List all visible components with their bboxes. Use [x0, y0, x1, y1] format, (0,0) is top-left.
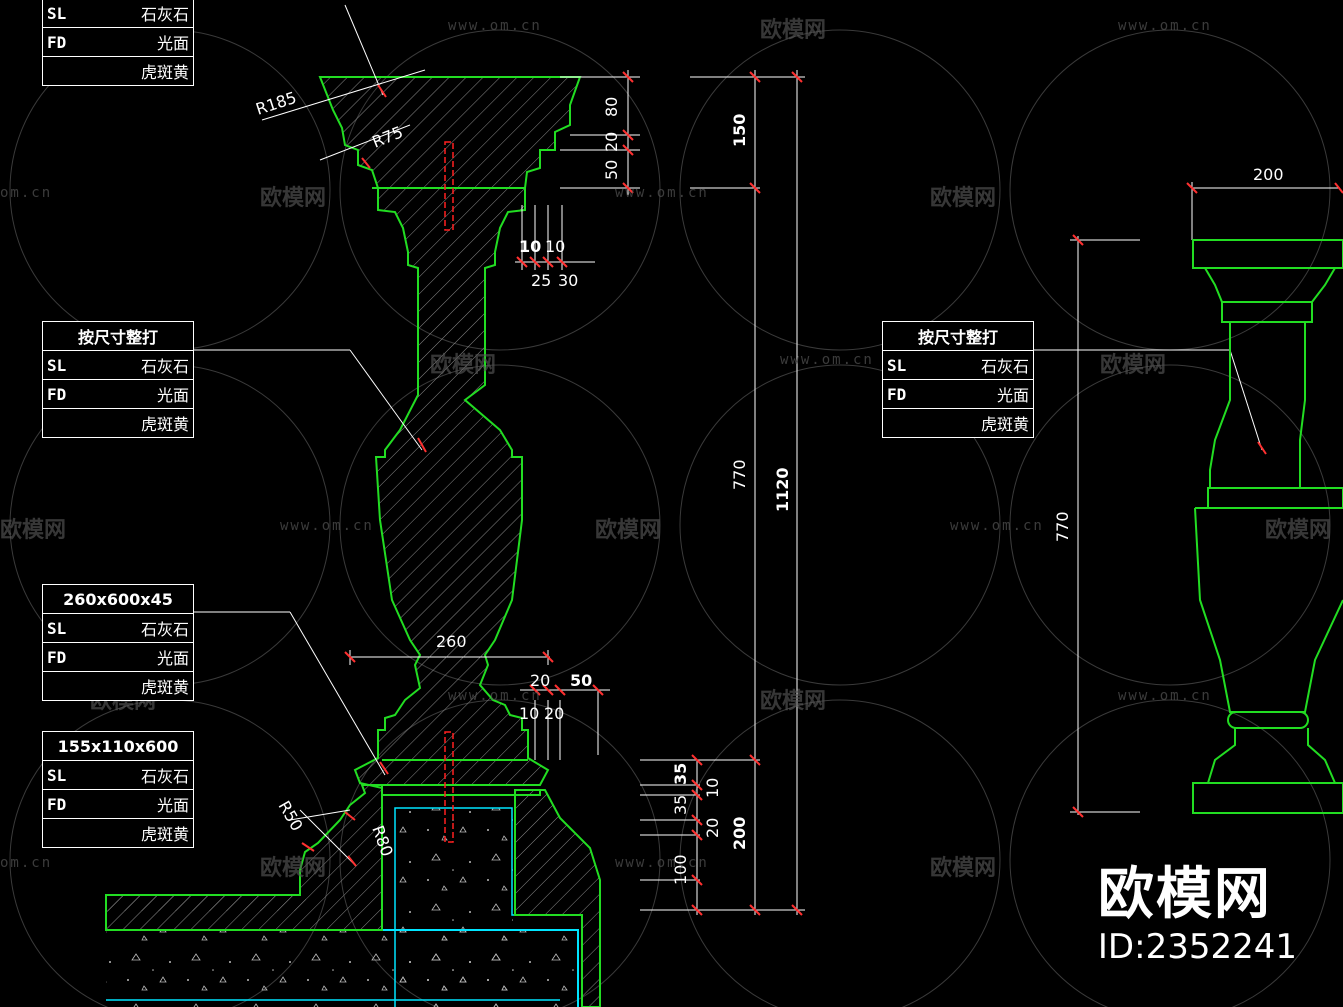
spec-row: 虎斑黄 — [43, 56, 193, 85]
dim-r50: R50 — [275, 798, 307, 835]
brand-stamp: 欧模网 ID:2352241 — [1097, 862, 1297, 968]
baluster-section — [318, 76, 582, 843]
spec-title: 按尺寸整打 — [917, 328, 998, 347]
dimension-labels: R185 R75 R50 R80 80 20 50 150 10 10 25 3… — [253, 88, 1283, 885]
dim-80: 80 — [602, 97, 621, 117]
dim-100: 100 — [671, 854, 690, 885]
dim-25: 25 — [531, 271, 551, 290]
dim-770: 770 — [730, 459, 749, 490]
dim-200: 200 — [730, 817, 749, 850]
dim-10b: 10 — [545, 237, 565, 256]
leader-lines — [192, 4, 1263, 866]
watermark-circles — [9, 29, 1331, 1007]
radius-leaders — [261, 69, 426, 821]
dim-20c: 20 — [544, 704, 564, 723]
base-section — [105, 784, 601, 1007]
spec-title: 155x110x600 — [57, 736, 179, 756]
dim-20b: 20 — [530, 671, 550, 690]
dim-10c: 10 — [519, 704, 539, 723]
dim-10d: 10 — [703, 778, 722, 798]
baluster-outline — [318, 76, 582, 790]
dim-770-right: 770 — [1053, 511, 1072, 542]
spec-row: 虎斑黄 — [43, 671, 193, 700]
spec-row: 虎斑黄 — [43, 818, 193, 847]
dim-10a: 10 — [519, 237, 541, 256]
dim-50a: 50 — [602, 160, 621, 180]
dim-20a: 20 — [602, 132, 621, 152]
dim-35a: 35 — [671, 763, 690, 785]
brand-name: 欧模网 — [1097, 862, 1272, 927]
dim-1120: 1120 — [773, 467, 792, 512]
brand-id: ID:2352241 — [1097, 927, 1297, 967]
baluster-elevation — [1192, 239, 1343, 814]
dimension-ticks — [301, 71, 1343, 916]
spec-title: 按尺寸整打 — [77, 328, 158, 347]
dim-200-top: 200 — [1253, 165, 1284, 184]
dim-50b: 50 — [570, 671, 592, 690]
dim-150: 150 — [730, 114, 749, 147]
dim-260: 260 — [436, 632, 467, 651]
dim-35b: 35 — [671, 795, 690, 815]
dim-30: 30 — [558, 271, 578, 290]
dim-20d: 20 — [703, 818, 722, 838]
dim-r185: R185 — [253, 88, 298, 119]
spec-row: 虎斑黄 — [883, 408, 1033, 437]
spec-row: 虎斑黄 — [43, 408, 193, 437]
spec-title: 260x600x45 — [63, 589, 173, 609]
